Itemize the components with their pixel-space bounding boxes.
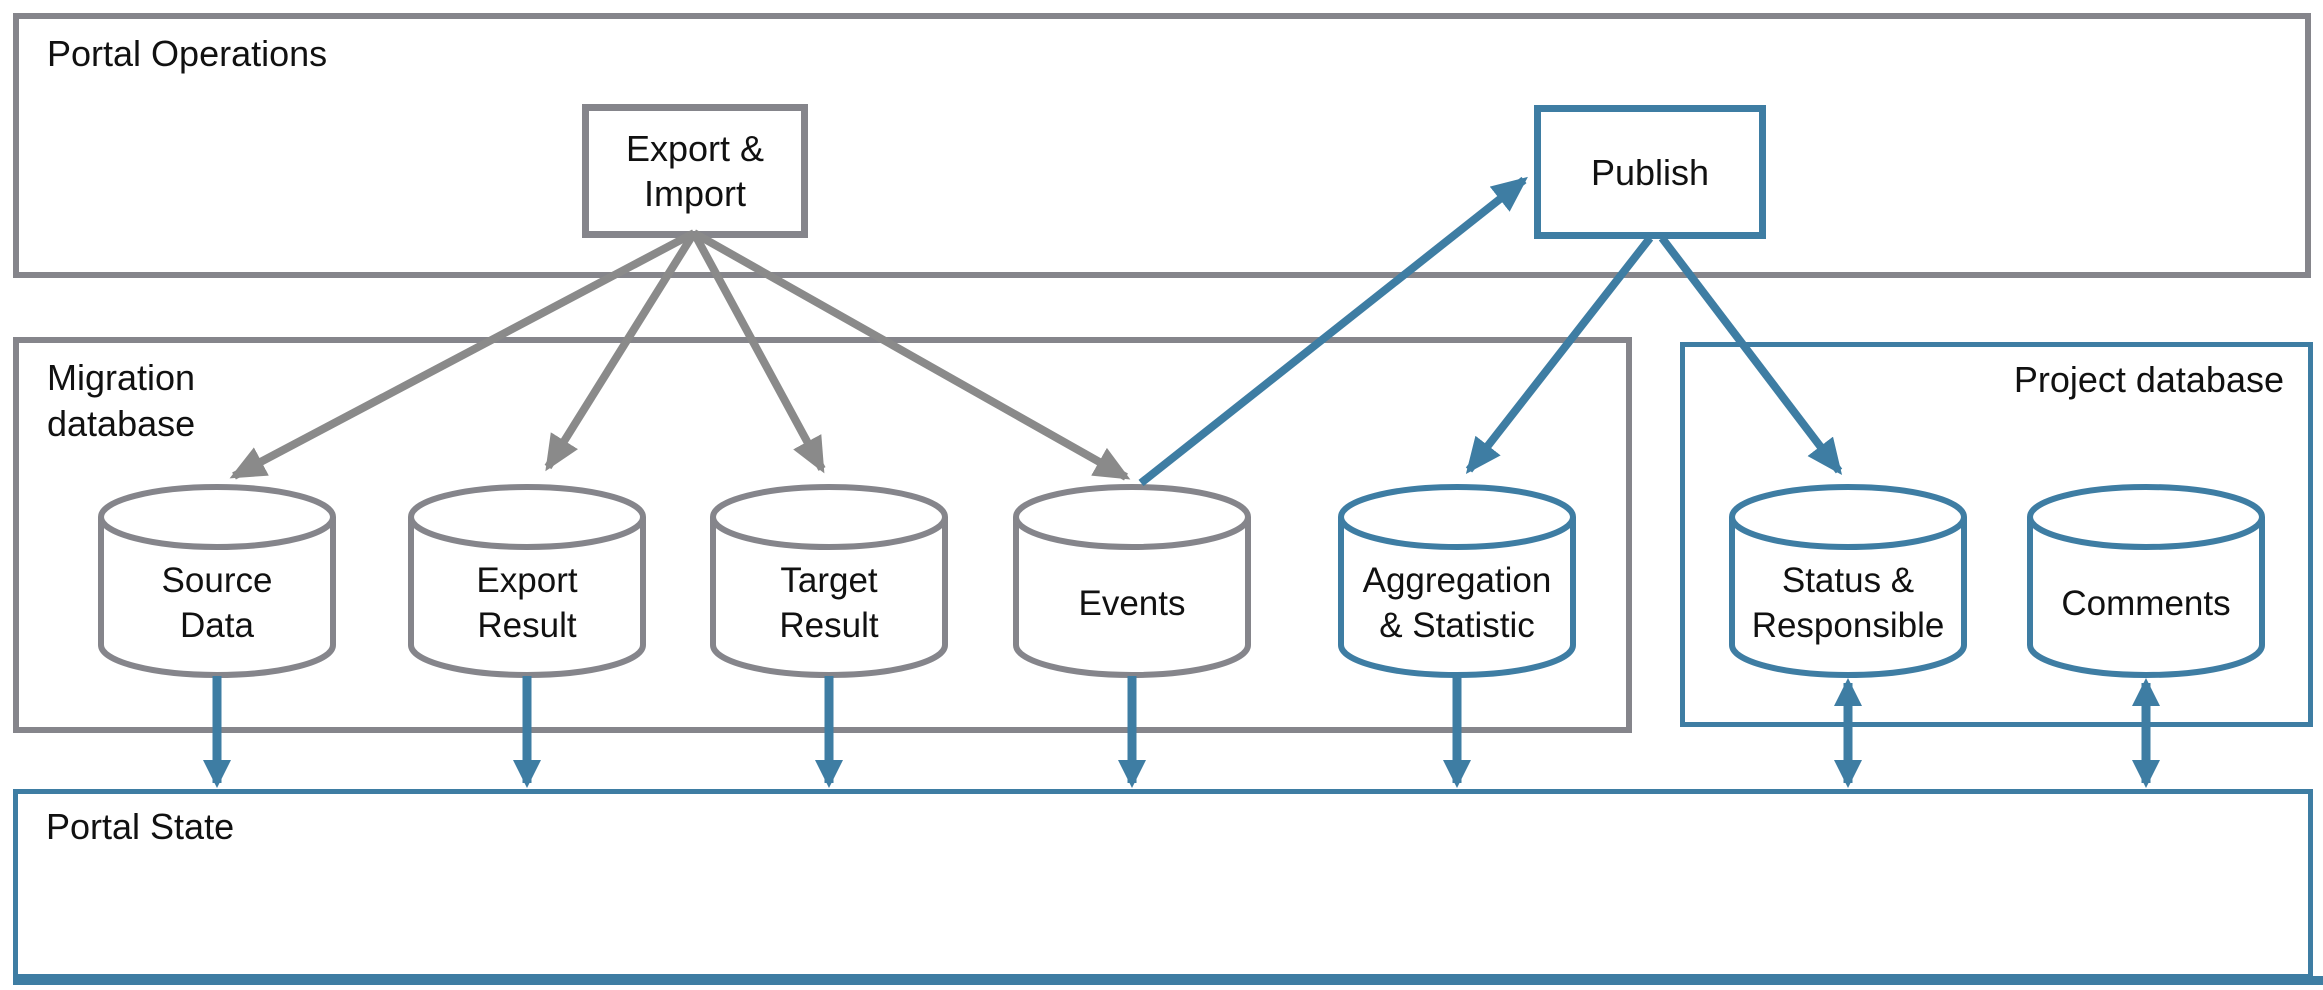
- status-responsible-label: Status & Responsible: [1751, 561, 1945, 645]
- publish-node: Publish: [1534, 105, 1766, 239]
- project-database-container: Project database: [1680, 342, 2313, 727]
- aggregation-statistic-label: Aggregation & Statistic: [1362, 561, 1552, 645]
- export-result-label: Export Result: [476, 561, 578, 645]
- migration-database-container: Migration database: [13, 337, 1632, 733]
- target-result-label: Target Result: [779, 561, 879, 645]
- comments-label: Comments: [2061, 583, 2231, 623]
- export-import-node: Export & Import: [582, 104, 808, 238]
- export-import-label: Export & Import: [625, 128, 765, 214]
- portal-state-label: Portal State: [46, 806, 235, 847]
- source-data-label: Source Data: [161, 561, 273, 645]
- project-database-label: Project database: [2013, 359, 2284, 400]
- portal-operations-container: Portal Operations: [13, 13, 2311, 278]
- migration-database-label: Migration database: [47, 357, 196, 444]
- publish-label: Publish: [1590, 151, 1710, 193]
- portal-operations-label: Portal Operations: [47, 33, 328, 74]
- events-label: Events: [1078, 583, 1186, 623]
- portal-state-container: Portal State: [13, 789, 2313, 979]
